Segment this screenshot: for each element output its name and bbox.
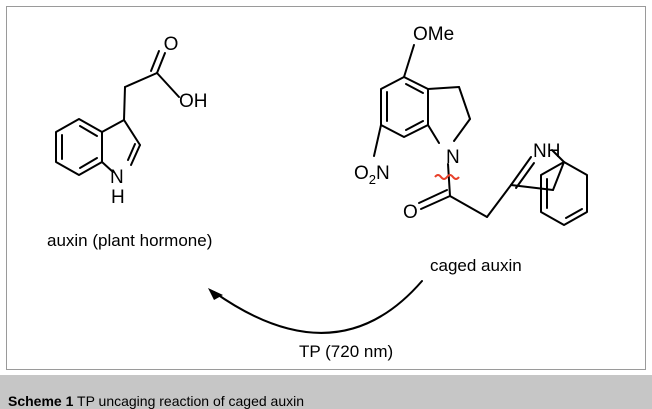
label-methoxy: OMe (413, 24, 454, 45)
label-carbonyl-oxygen: O (164, 34, 179, 55)
caption-label: Scheme 1 (8, 393, 74, 409)
auxin-pyrrole-ring (101, 119, 125, 133)
caged-indoline-ring (427, 86, 460, 90)
scheme-drawing: O OH N H OMe N O2N O NH auxin (plant hor… (47, 24, 588, 361)
scheme-caption: Scheme 1 TP uncaging reaction of caged a… (0, 375, 652, 409)
reaction-condition: TP (720 nm) (299, 342, 393, 361)
caged-auxin-name: caged auxin (430, 256, 522, 275)
caged-auxin-structure (373, 44, 588, 226)
auxin-structure (55, 50, 180, 176)
label-caged-nitrogen: N (446, 147, 460, 168)
caption-text: TP uncaging reaction of caged auxin (73, 393, 305, 409)
cleavage-mark (434, 174, 460, 180)
scheme-figure: O OH N H OMe N O2N O NH auxin (plant hor… (6, 6, 646, 370)
label-caged-indole-nh: NH (533, 141, 560, 162)
label-amide-oxygen: O (403, 202, 418, 223)
caged-indole-pyrrole (510, 156, 532, 186)
label-auxin-nitrogen: N (110, 167, 124, 188)
label-nitro-group: O2N (354, 163, 390, 187)
reaction-arrow (213, 280, 423, 334)
auxin-name: auxin (plant hormone) (47, 231, 212, 250)
label-hydroxyl: OH (179, 91, 208, 112)
caged-indole-benzene (540, 161, 588, 226)
reaction-arrowhead (208, 288, 223, 300)
auxin-side-chain (123, 86, 126, 121)
caged-benzene-ring (380, 76, 429, 138)
label-auxin-hydrogen: H (111, 187, 125, 208)
